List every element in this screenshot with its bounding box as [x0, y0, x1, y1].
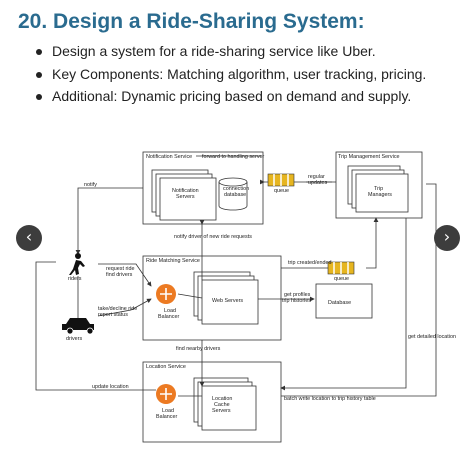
trip-managers-label-2: Managers — [368, 192, 392, 198]
load-balancer-label-1: Load — [164, 308, 176, 314]
riders-label: riders — [68, 276, 82, 282]
notification-service-label: Notification Service — [146, 154, 192, 160]
bullet-item: Key Components: Matching algorithm, user… — [34, 63, 426, 86]
forward-label: forward to handling server — [202, 154, 265, 160]
trip-management-service-box — [335, 151, 423, 219]
notify-label: notify — [84, 182, 97, 188]
load-balancer-label-4: Balancer — [156, 414, 177, 420]
notification-servers-label-1: Notification — [172, 188, 199, 194]
request-ride-label-2: find drivers — [106, 272, 133, 278]
car-icon — [62, 318, 94, 335]
notification-servers-label-2: Servers — [176, 194, 195, 200]
request-ride-label-1: request ride — [106, 266, 134, 272]
get-profiles-label-2: trip histories — [282, 298, 311, 304]
bullet-list: Design a system for a ride-sharing servi… — [34, 40, 426, 108]
load-balancer-label-2: Balancer — [158, 314, 179, 320]
find-nearby-drivers-label: find nearby drivers — [176, 346, 221, 352]
connection-database-label-1: connection — [223, 186, 249, 192]
queue-icon — [267, 173, 295, 187]
web-servers-label: Web Servers — [212, 298, 243, 304]
drivers-label: drivers — [66, 336, 82, 342]
queue-label-2: queue — [334, 276, 349, 282]
take-decline-label-2: report status — [98, 312, 128, 318]
database-box — [315, 283, 373, 319]
regular-updates-label-1: regular — [308, 174, 325, 180]
architecture-diagram: Notification Service forward to handling… — [6, 134, 468, 466]
regular-updates-label-2: updates — [308, 180, 327, 186]
trip-created-label: trip created/ended — [288, 260, 331, 266]
load-balancer-icon — [156, 284, 176, 304]
notify-driver-label: notify driver of new ride requests — [174, 234, 252, 240]
connection-database-label-2: database — [224, 192, 246, 198]
location-cache-label-1: Location — [212, 396, 232, 402]
chevron-right-icon[interactable]: › — [434, 225, 460, 251]
load-balancer-label-3: Load — [162, 408, 174, 414]
queue-label: queue — [274, 188, 289, 194]
location-cache-label-3: Servers — [212, 408, 231, 414]
database-icon — [218, 182, 248, 211]
update-location-label: update location — [92, 384, 129, 390]
chevron-left-icon[interactable]: ‹ — [16, 225, 42, 251]
take-decline-label-1: take/decline ride — [98, 306, 137, 312]
load-balancer-icon — [156, 384, 176, 404]
trip-managers-label-1: Trip — [374, 186, 383, 192]
get-detailed-location-label: get detailed location — [408, 334, 456, 340]
ride-matching-service-label: Ride Matching Service — [146, 258, 200, 264]
queue-icon — [327, 261, 355, 275]
batch-write-label: batch write location to trip history tab… — [284, 396, 376, 402]
trip-management-service-label: Trip Management Service — [338, 154, 400, 160]
location-cache-label-2: Cache — [214, 402, 230, 408]
location-service-label: Location Service — [146, 364, 186, 370]
get-profiles-label-1: get profiles — [284, 292, 311, 298]
bullet-item: Additional: Dynamic pricing based on dem… — [34, 85, 426, 108]
location-service-box — [142, 361, 282, 443]
page-title: 20. Design a Ride-Sharing System: — [18, 10, 365, 33]
bullet-item: Design a system for a ride-sharing servi… — [34, 40, 426, 63]
database-label: Database — [328, 300, 351, 306]
ride-matching-service-box — [142, 255, 282, 341]
rider-icon — [69, 253, 85, 275]
